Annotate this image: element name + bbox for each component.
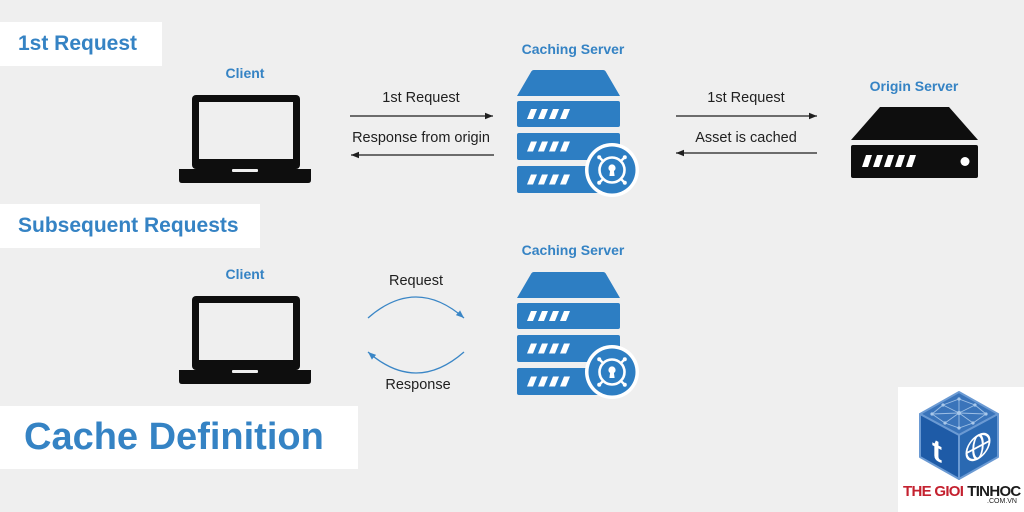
caching-server-label: Caching Server (521, 41, 625, 57)
vault-lock-icon (583, 343, 641, 401)
page-title: Cache Definition (0, 406, 358, 469)
laptop-icon (179, 95, 311, 183)
section-tag-first-request: 1st Request (0, 22, 162, 66)
origin-server-label: Origin Server (869, 78, 959, 94)
arrow-label-response: Asset is cached (695, 129, 797, 146)
vault-lock-icon (583, 141, 641, 199)
curved-response-arrow (367, 351, 465, 374)
curved-request-arrow (367, 296, 465, 319)
brand-name-dark: TINHOC (967, 483, 1021, 500)
arrow-label-response: Response (385, 376, 451, 393)
brand-domain: .COM.VN (987, 498, 1017, 505)
cube-logo-icon: t (919, 391, 999, 480)
client-label: Client (225, 65, 265, 81)
arrow-label-response: Response from origin (352, 129, 490, 146)
arrow-label-request: Request (388, 272, 444, 289)
caching-server-label: Caching Server (521, 242, 625, 258)
laptop-icon (179, 296, 311, 384)
globe-icon (965, 432, 991, 462)
arrow-label-request: 1st Request (382, 89, 460, 106)
arrow-label-request: 1st Request (707, 89, 785, 106)
brand-name-red: THE GIOI (903, 483, 964, 500)
origin-server-icon (851, 107, 978, 178)
logo-letter: t (932, 431, 942, 470)
section-tag-subsequent-requests: Subsequent Requests (0, 204, 260, 248)
client-label: Client (225, 266, 265, 282)
